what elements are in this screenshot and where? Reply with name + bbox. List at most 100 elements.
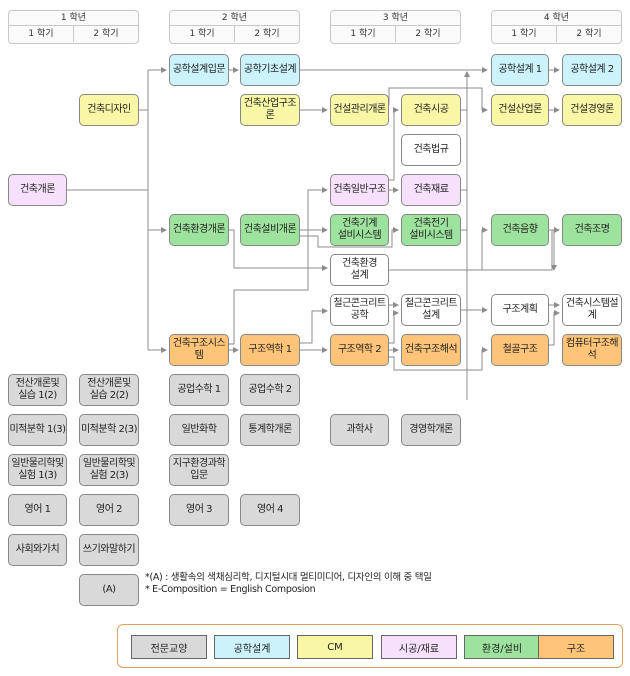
course-arch-design[interactable]: 건축디자인 [79,94,139,126]
connector [388,87,488,113]
course-calculus-2[interactable]: 미적분학 2(3) [79,414,139,446]
legend-item-construction-materials: 시공/재료 [381,635,457,659]
course-cs-intro-2[interactable]: 전산개론및 실습 2(2) [79,374,139,406]
course-steel-structure[interactable]: 철골구조 [491,334,549,366]
course-label: 건축개론 [20,184,55,195]
course-label: 철근콘크리트 공학 [333,298,386,321]
course-cs-intro-1[interactable]: 전산개론및 실습 1(2) [8,374,67,406]
legend-item-cm: CM [297,635,373,659]
year-label: 3 학년 [331,11,460,26]
course-eng-design-intro[interactable]: 공학설계입문 [169,54,229,86]
course-statistics[interactable]: 통계학개론 [240,414,300,446]
course-label: 구조역학 2 [337,344,382,355]
course-eng-basic-design[interactable]: 공학기초설계 [240,54,300,86]
course-english-3[interactable]: 영어 3 [169,494,229,526]
legend: 전문교양 공학설계 CM 시공/재료 환경/설비 구조 [117,624,623,668]
course-const-industry[interactable]: 건설산업론 [491,94,549,126]
legend-label: 환경/설비 [481,643,523,655]
course-const-mgmt-intro[interactable]: 건설관리개론 [330,94,389,126]
course-struct-mechanics-2[interactable]: 구조역학 2 [330,334,389,366]
semester-label: 1 학기 [28,29,54,39]
course-arch-mech-systems[interactable]: 건축기계 설비시스템 [330,214,389,246]
course-label: 구조계획 [502,304,538,315]
connector [549,229,557,271]
course-arch-general-structure[interactable]: 건축일반구조 [330,174,389,206]
course-business-mgmt[interactable]: 경영학개론 [401,414,461,446]
course-elective-a[interactable]: (A) [79,574,139,606]
course-arch-env-intro[interactable]: 건축환경개론 [169,214,229,246]
course-label: 건축구조시스템 [172,338,226,361]
course-eng-math-2[interactable]: 공업수학 2 [240,374,300,406]
course-label: 건축환경개론 [172,224,226,235]
course-arch-lighting[interactable]: 건축조명 [562,214,622,246]
course-label: 공학설계 1 [498,64,542,75]
course-label: 건설산업론 [498,104,542,115]
connector [549,310,560,346]
course-label: 지구환경과학 입문 [172,458,226,481]
course-label: 과학사 [346,424,373,435]
course-intro-arch[interactable]: 건축개론 [8,174,67,206]
course-const-management[interactable]: 건설경영론 [562,94,622,126]
course-arch-materials[interactable]: 건축재료 [401,174,461,206]
connector [300,227,399,248]
course-label: 공업수학 2 [248,384,292,395]
legend-item-structure: 구조 [538,635,614,659]
course-label: 경영학개론 [409,424,453,435]
course-label: 통계학개론 [248,424,292,435]
course-english-1[interactable]: 영어 1 [8,494,67,526]
course-label: 철골구조 [502,344,538,355]
course-arch-construction[interactable]: 건축시공 [401,94,461,126]
course-label: 공학기초설계 [243,64,297,75]
semester-label: 2 학기 [234,26,299,42]
course-arch-industry-structure[interactable]: 건축산업구조론 [240,94,300,126]
course-arch-struct-systems[interactable]: 건축구조시스템 [169,334,229,366]
course-computer-struct-analysis[interactable]: 컴퓨터구조해석 [562,334,622,366]
course-label: 건축법규 [413,144,449,155]
course-struct-planning[interactable]: 구조계획 [491,294,549,326]
course-writing-speaking[interactable]: 쓰기와말하기 [79,534,139,566]
course-gen-chem[interactable]: 일반화학 [169,414,229,446]
course-calculus-1[interactable]: 미적분학 1(3) [8,414,67,446]
course-struct-mechanics-1[interactable]: 구조역학 1 [240,334,300,366]
course-arch-law[interactable]: 건축법규 [401,134,461,166]
course-label: 미적분학 1(3) [9,424,66,435]
legend-label: 구조 [566,643,586,655]
semester-label: 1 학기 [350,29,376,39]
course-label: 일반물리학및 실험 1(3) [11,458,64,481]
course-arch-equip-intro[interactable]: 건축설비개론 [240,214,300,246]
course-label: 사회와가치 [15,544,60,555]
course-arch-elec-systems[interactable]: 건축전기 설비시스템 [401,214,461,246]
course-physics-1[interactable]: 일반물리학및 실험 1(3) [8,454,67,486]
course-society-values[interactable]: 사회와가치 [8,534,67,566]
course-rc-design[interactable]: 철근콘크리트 설계 [401,294,461,326]
course-arch-acoustics[interactable]: 건축음향 [491,214,549,246]
semester-label: 2 학기 [73,26,138,42]
course-physics-2[interactable]: 일반물리학및 실험 2(3) [79,454,139,486]
course-rc-engineering[interactable]: 철근콘크리트 공학 [330,294,389,326]
course-arch-system-design[interactable]: 건축시스템설계 [562,294,622,326]
course-arch-struct-analysis[interactable]: 건축구조해석 [401,334,461,366]
course-english-2[interactable]: 영어 2 [79,494,139,526]
course-history-science[interactable]: 과학사 [330,414,389,446]
legend-label: 전문교양 [150,643,188,655]
course-english-4[interactable]: 영어 4 [240,494,300,526]
course-eng-math-1[interactable]: 공업수학 1 [169,374,229,406]
course-eng-design-2[interactable]: 공학설계 2 [562,54,622,86]
course-arch-env-design[interactable]: 건축환경 설계 [330,254,389,286]
course-label: 건축구조해석 [404,344,458,355]
course-label: 미적분학 2(3) [80,424,138,435]
semester-label: 1 학기 [189,29,215,39]
course-label: 영어 2 [96,504,122,515]
legend-item-general: 전문교양 [131,635,207,659]
semester-label: 2 학기 [556,26,621,42]
legend-label: 공학설계 [233,643,271,655]
semester-label: 1 학기 [511,29,537,39]
course-label: 건축설비개론 [243,224,297,235]
course-earth-env-science[interactable]: 지구환경과학 입문 [169,454,229,486]
course-label: 건축환경 설계 [342,258,377,281]
course-label: 영어 1 [24,504,51,515]
course-eng-design-1[interactable]: 공학설계 1 [491,54,549,86]
course-label: 영어 3 [186,504,212,515]
connector [300,308,328,344]
